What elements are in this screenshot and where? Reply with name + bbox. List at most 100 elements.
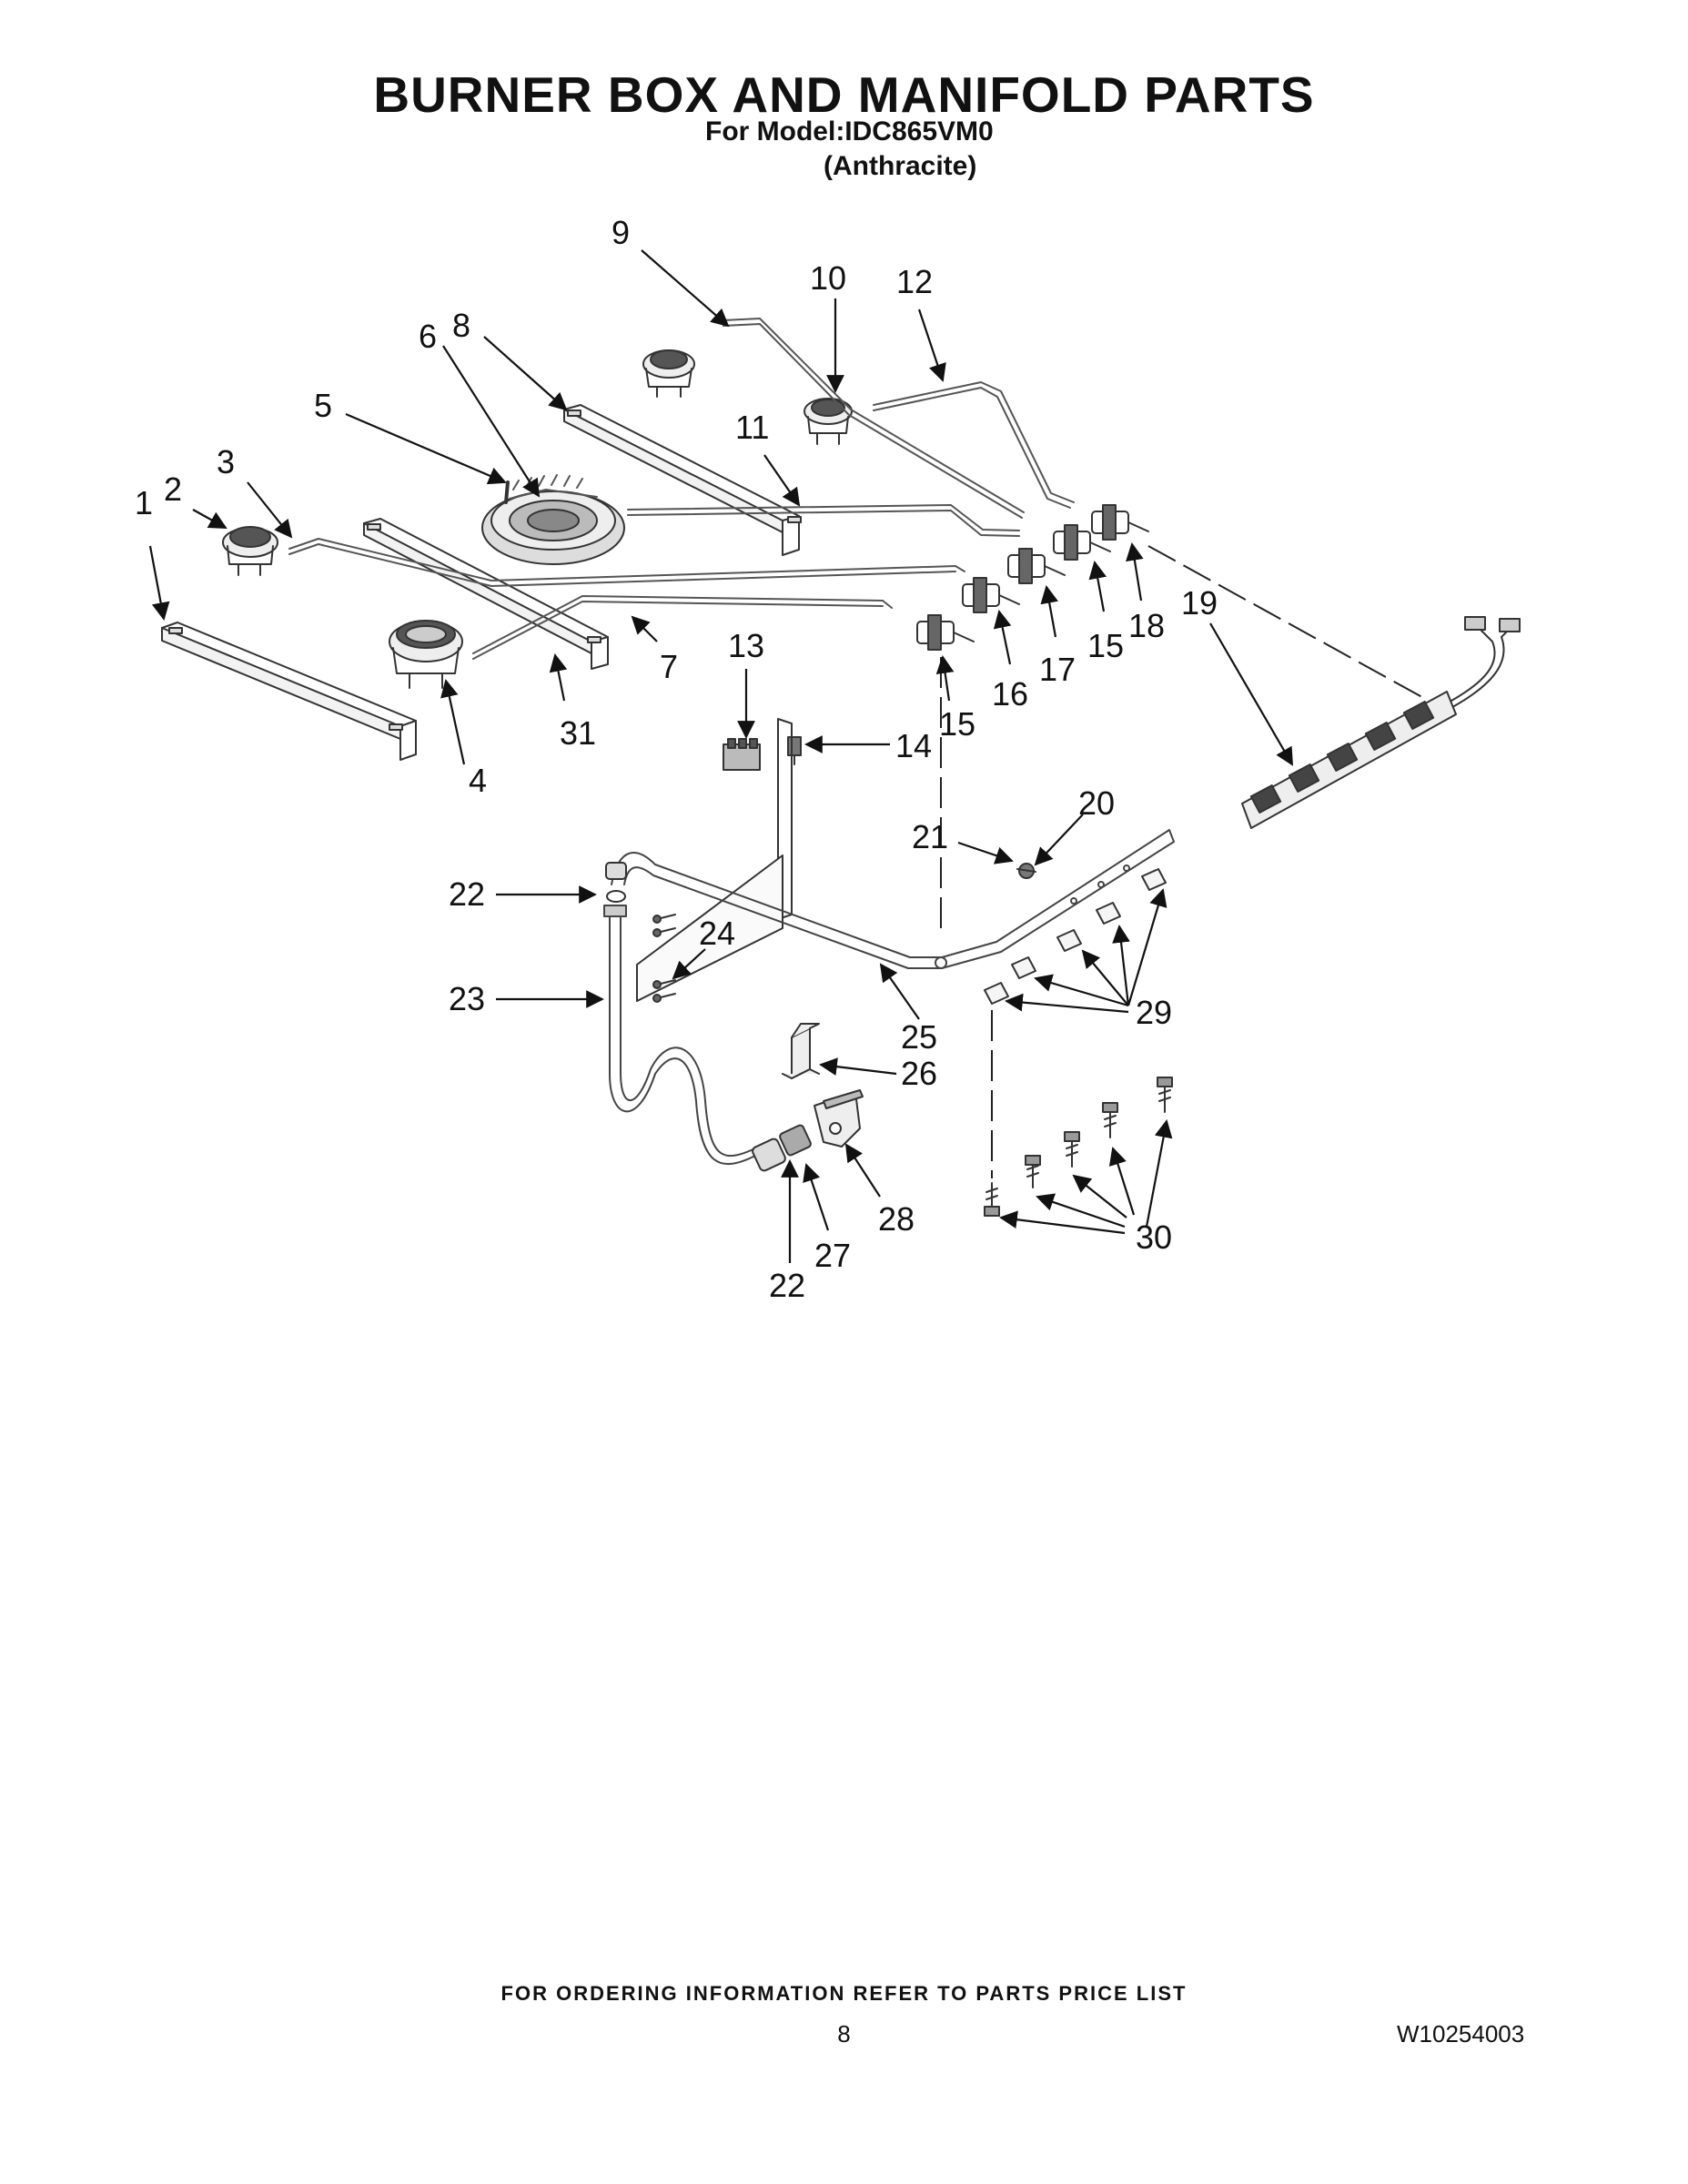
leader-2	[192, 509, 227, 529]
callout-15a: 15	[939, 705, 975, 743]
leader-30e	[999, 1210, 1126, 1235]
burner-base-rear-left	[642, 349, 695, 398]
callout-29: 29	[1136, 994, 1172, 1031]
callout-16: 16	[992, 675, 1028, 713]
callout-21: 21	[912, 818, 948, 855]
callout-11: 11	[735, 409, 769, 446]
burner-valve-15-lower	[916, 614, 975, 651]
callout-20: 20	[1078, 784, 1115, 822]
leader-21	[957, 841, 1014, 864]
callout-17: 17	[1039, 651, 1076, 688]
callout-25: 25	[901, 1018, 937, 1056]
leader-20	[1034, 814, 1084, 866]
callout-9: 9	[612, 214, 630, 251]
callout-6: 6	[419, 318, 437, 355]
model-line: For Model:IDC865VM0	[705, 116, 994, 147]
leader-30a	[1145, 1119, 1173, 1228]
leader-28	[844, 1143, 881, 1198]
leader-24	[672, 948, 706, 980]
leader-6	[442, 345, 541, 498]
leader-8	[483, 336, 568, 411]
terminal-block	[723, 738, 761, 771]
callout-27: 27	[814, 1237, 851, 1274]
callout-7: 7	[660, 648, 678, 685]
callout-3: 3	[217, 443, 235, 480]
burner-valve-17	[1007, 548, 1066, 584]
leader-29e	[1005, 993, 1129, 1014]
callout-1: 1	[135, 484, 153, 521]
callout-31: 31	[560, 714, 596, 752]
leader-18	[1126, 542, 1144, 602]
callout-28: 28	[878, 1200, 915, 1238]
regulator-bracket	[782, 1023, 820, 1079]
ignition-switch-harness	[1241, 616, 1521, 829]
callout-14: 14	[895, 727, 932, 764]
manifold-bracket-plate	[636, 718, 793, 1002]
callout-30: 30	[1136, 1218, 1172, 1256]
hose-fitting-upper	[605, 862, 627, 903]
leader-7	[631, 615, 658, 642]
leader-29a	[1127, 888, 1167, 1006]
leader-4	[440, 679, 466, 765]
callout-12: 12	[896, 263, 933, 300]
burner-base-large-front	[389, 620, 463, 689]
callout-23: 23	[449, 980, 485, 1017]
burner-valve-15-upper	[1053, 524, 1111, 561]
callout-26: 26	[901, 1055, 937, 1092]
leader-11	[763, 454, 801, 507]
document-number: W10254003	[1397, 2020, 1525, 2048]
callout-24: 24	[699, 915, 735, 952]
leader-1	[148, 545, 170, 621]
callout-4: 4	[469, 762, 487, 799]
callout-18: 18	[1128, 607, 1165, 644]
mounting-screws-24	[652, 914, 676, 1003]
mounting-screws-30	[984, 1077, 1173, 1217]
burner-valves	[916, 504, 1149, 651]
leader-3	[247, 481, 293, 539]
orifice-fitting	[1016, 863, 1036, 879]
ordering-info-footer: FOR ORDERING INFORMATION REFER TO PARTS …	[500, 1982, 1188, 2005]
dashed-line-valve-to-harness	[1147, 545, 1430, 702]
gas-tubes	[288, 318, 1075, 660]
leader-25	[879, 963, 920, 1020]
burner-base-rear-right	[804, 398, 853, 445]
burner-valve-16	[962, 577, 1020, 613]
page-number: 8	[837, 2020, 851, 2048]
leader-15a	[935, 655, 955, 702]
leader-30b	[1108, 1147, 1136, 1216]
manifold-pipe	[611, 829, 1175, 969]
callout-13: 13	[728, 627, 764, 664]
burner-valve-18	[1091, 504, 1149, 541]
burner-box-bracket-upper	[563, 404, 802, 556]
leader-26	[819, 1057, 897, 1076]
burner-base-center-large	[481, 474, 625, 565]
leader-12	[917, 308, 946, 382]
leader-31	[549, 653, 568, 702]
callout-22a: 22	[449, 875, 485, 913]
burner-base-small-left	[222, 526, 278, 576]
leader-29b	[1112, 925, 1130, 1006]
leader-30d	[1036, 1193, 1126, 1228]
leader-30c	[1072, 1174, 1127, 1218]
leader-17	[1040, 585, 1058, 638]
leader-27	[803, 1163, 830, 1231]
page-title: BURNER BOX AND MANIFOLD PARTS	[373, 66, 1315, 123]
callout-15b: 15	[1087, 627, 1124, 664]
leader-19	[1209, 622, 1293, 766]
flex-hose	[603, 905, 756, 1165]
burner-box-bracket-left	[161, 622, 417, 761]
callout-22b: 22	[769, 1267, 805, 1304]
leader-5	[345, 412, 507, 485]
callout-5: 5	[314, 387, 332, 424]
callout-2: 2	[164, 470, 182, 508]
manifold-clips	[984, 868, 1167, 1005]
clip-part	[787, 736, 802, 765]
callout-19: 19	[1181, 584, 1218, 622]
leader-9	[641, 249, 730, 328]
pressure-regulator	[752, 1089, 864, 1172]
leader-29c	[1081, 949, 1129, 1006]
callout-10: 10	[810, 259, 846, 297]
color-line: (Anthracite)	[824, 151, 977, 181]
callout-8: 8	[452, 307, 470, 344]
